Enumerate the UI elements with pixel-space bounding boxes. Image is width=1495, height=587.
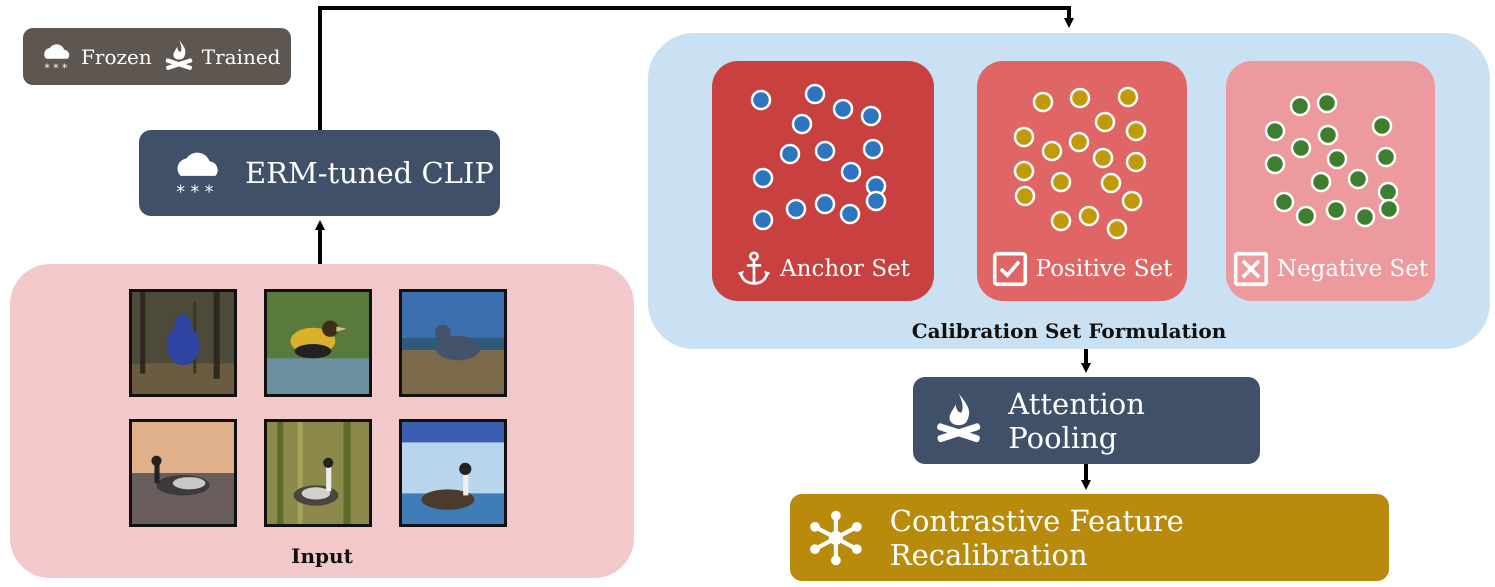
svg-text:* * *: * * * xyxy=(176,183,213,202)
feature-point xyxy=(1317,124,1339,146)
feature-point xyxy=(1325,199,1347,221)
feature-point xyxy=(1310,171,1332,193)
feature-point xyxy=(785,198,807,220)
feature-point xyxy=(865,190,887,212)
feature-point xyxy=(1092,147,1114,169)
feature-point xyxy=(1125,120,1147,142)
anchor-icon xyxy=(737,251,771,285)
feature-point xyxy=(1106,218,1128,240)
positive-set-points xyxy=(1013,86,1147,240)
svg-text:* * *: * * * xyxy=(44,61,68,74)
negative-set-label: Negative Set xyxy=(1276,256,1429,282)
network-icon xyxy=(810,510,862,565)
feature-point xyxy=(750,89,772,111)
feature-point xyxy=(1050,171,1072,193)
feature-point xyxy=(1375,146,1397,168)
legend-frozen-label: Frozen xyxy=(81,44,152,69)
feature-recalibration-label: Contrastive Feature Recalibration xyxy=(889,503,1184,572)
feature-point xyxy=(1354,206,1376,228)
feature-point xyxy=(779,143,801,165)
legend-trained-label: Trained xyxy=(201,44,281,69)
attention-pooling-label: Attention Pooling xyxy=(1008,386,1145,455)
input-image-1 xyxy=(129,289,237,397)
anchor-set-box: Anchor Set xyxy=(712,61,934,301)
feature-point xyxy=(752,167,774,189)
feature-point xyxy=(1378,198,1400,220)
bird-photo-glacier xyxy=(402,422,504,524)
feature-point xyxy=(840,161,862,183)
feature-point xyxy=(862,138,884,160)
feature-point xyxy=(1264,120,1286,142)
feature-point xyxy=(1295,205,1317,227)
negative-set-box: Negative Set xyxy=(1226,61,1435,301)
snow-cloud-icon: * * * xyxy=(44,43,70,74)
feature-recalibration-box: Contrastive Feature Recalibration xyxy=(790,494,1389,581)
feature-point xyxy=(832,98,854,120)
anchor-set-points xyxy=(750,83,887,231)
feature-point xyxy=(1316,92,1338,114)
feature-point xyxy=(1041,140,1063,162)
bird-photo-forest xyxy=(132,292,234,394)
input-image-2 xyxy=(264,289,372,397)
input-image-4 xyxy=(129,419,237,527)
feature-point xyxy=(1121,190,1143,212)
feature-point xyxy=(1377,181,1399,203)
attention-pooling-box: Attention Pooling xyxy=(913,377,1260,464)
feature-point xyxy=(1290,137,1312,159)
legend: * * * Frozen Trained xyxy=(23,28,291,85)
feature-point xyxy=(1326,148,1348,170)
bird-photo-stream xyxy=(267,292,369,394)
feature-point xyxy=(1273,191,1295,213)
feature-point xyxy=(1014,185,1036,207)
input-image-3 xyxy=(399,289,507,397)
feature-point xyxy=(1078,205,1100,227)
feature-point xyxy=(1264,153,1286,175)
feature-point xyxy=(791,113,813,135)
feature-point xyxy=(1013,160,1035,182)
bird-photo-coast xyxy=(402,292,504,394)
fire-icon xyxy=(937,392,981,442)
feature-point xyxy=(814,193,836,215)
positive-set-label: Positive Set xyxy=(1035,256,1173,282)
feature-point xyxy=(1289,95,1311,117)
checkbox-icon xyxy=(992,251,1027,287)
anchor-set-label: Anchor Set xyxy=(780,256,910,282)
calibration-panel-label: Calibration Set Formulation xyxy=(911,319,1227,343)
feature-point xyxy=(1371,115,1393,137)
feature-point xyxy=(1347,168,1369,190)
x-box-icon xyxy=(1233,251,1268,287)
feature-point xyxy=(1125,151,1147,173)
feature-point xyxy=(804,83,826,105)
negative-set-points xyxy=(1264,92,1400,228)
input-panel xyxy=(10,264,634,578)
clip-model-label: ERM-tuned CLIP xyxy=(245,156,494,190)
snow-cloud-icon: * * * xyxy=(176,152,218,202)
input-panel-label: Input xyxy=(291,544,353,568)
fire-icon xyxy=(165,39,193,70)
positive-set-box: Positive Set xyxy=(977,61,1187,301)
feature-point xyxy=(839,203,861,225)
feature-point xyxy=(752,209,774,231)
bird-photo-sunset-lake xyxy=(132,422,234,524)
feature-point xyxy=(1094,111,1116,133)
feature-point xyxy=(1032,91,1054,113)
feature-point xyxy=(1050,210,1072,232)
feature-point xyxy=(1069,87,1091,109)
feature-point xyxy=(1013,126,1035,148)
bird-photo-bamboo xyxy=(267,422,369,524)
feature-point xyxy=(1117,86,1139,108)
feature-point xyxy=(814,140,836,162)
feature-point xyxy=(860,105,882,127)
feature-point xyxy=(1100,172,1122,194)
clip-model-box: * * * ERM-tuned CLIP xyxy=(139,130,500,216)
input-image-5 xyxy=(264,419,372,527)
input-image-6 xyxy=(399,419,507,527)
feature-point xyxy=(1068,131,1090,153)
